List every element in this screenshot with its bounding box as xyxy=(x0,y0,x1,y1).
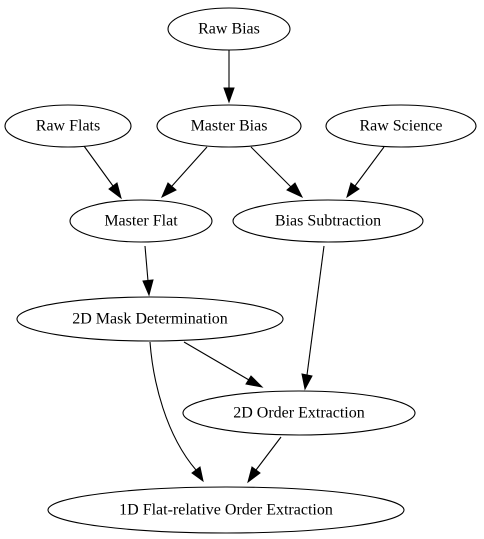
node-2d-mask-determination: 2D Mask Determination xyxy=(16,296,284,342)
edge-bias-subtraction-to-2d-order xyxy=(301,245,325,391)
edge-2d-mask-to-1d-flat xyxy=(149,341,204,483)
edges xyxy=(83,50,385,484)
node-raw-science: Raw Science xyxy=(325,104,477,148)
node-1d-flat-relative-order-extraction: 1D Flat-relative Order Extraction xyxy=(47,486,405,534)
node-bias-subtraction: Bias Subtraction xyxy=(232,199,424,243)
edge-2d-mask-to-2d-order xyxy=(183,341,264,388)
edge-raw-bias-to-master-bias xyxy=(223,50,235,104)
edge-master-bias-to-master-flat xyxy=(161,146,208,199)
node-label-raw-flats: Raw Flats xyxy=(36,118,100,135)
edge-raw-flats-to-master-flat xyxy=(83,145,122,200)
edge-raw-science-to-bias-subtraction xyxy=(346,146,385,199)
node-label-1d-flat-relative-order-extraction: 1D Flat-relative Order Extraction xyxy=(119,502,333,519)
edge-2d-order-to-1d-flat xyxy=(247,436,282,484)
node-raw-flats: Raw Flats xyxy=(4,104,132,148)
node-label-2d-order-extraction: 2D Order Extraction xyxy=(233,405,365,422)
node-master-bias: Master Bias xyxy=(156,104,302,148)
node-label-master-bias: Master Bias xyxy=(191,118,268,135)
node-raw-bias: Raw Bias xyxy=(167,7,291,51)
node-label-raw-science: Raw Science xyxy=(359,118,442,135)
nodes: Raw Bias Raw Flats Master Bias Raw Scien… xyxy=(4,7,477,534)
node-label-master-flat: Master Flat xyxy=(104,213,178,230)
edge-master-bias-to-bias-subtraction xyxy=(250,146,304,199)
node-master-flat: Master Flat xyxy=(69,199,213,243)
edge-master-flat-to-2d-mask xyxy=(142,245,154,297)
node-label-raw-bias: Raw Bias xyxy=(198,21,260,38)
node-2d-order-extraction: 2D Order Extraction xyxy=(182,390,416,436)
node-label-2d-mask-determination: 2D Mask Determination xyxy=(72,311,228,328)
node-label-bias-subtraction: Bias Subtraction xyxy=(275,213,381,230)
